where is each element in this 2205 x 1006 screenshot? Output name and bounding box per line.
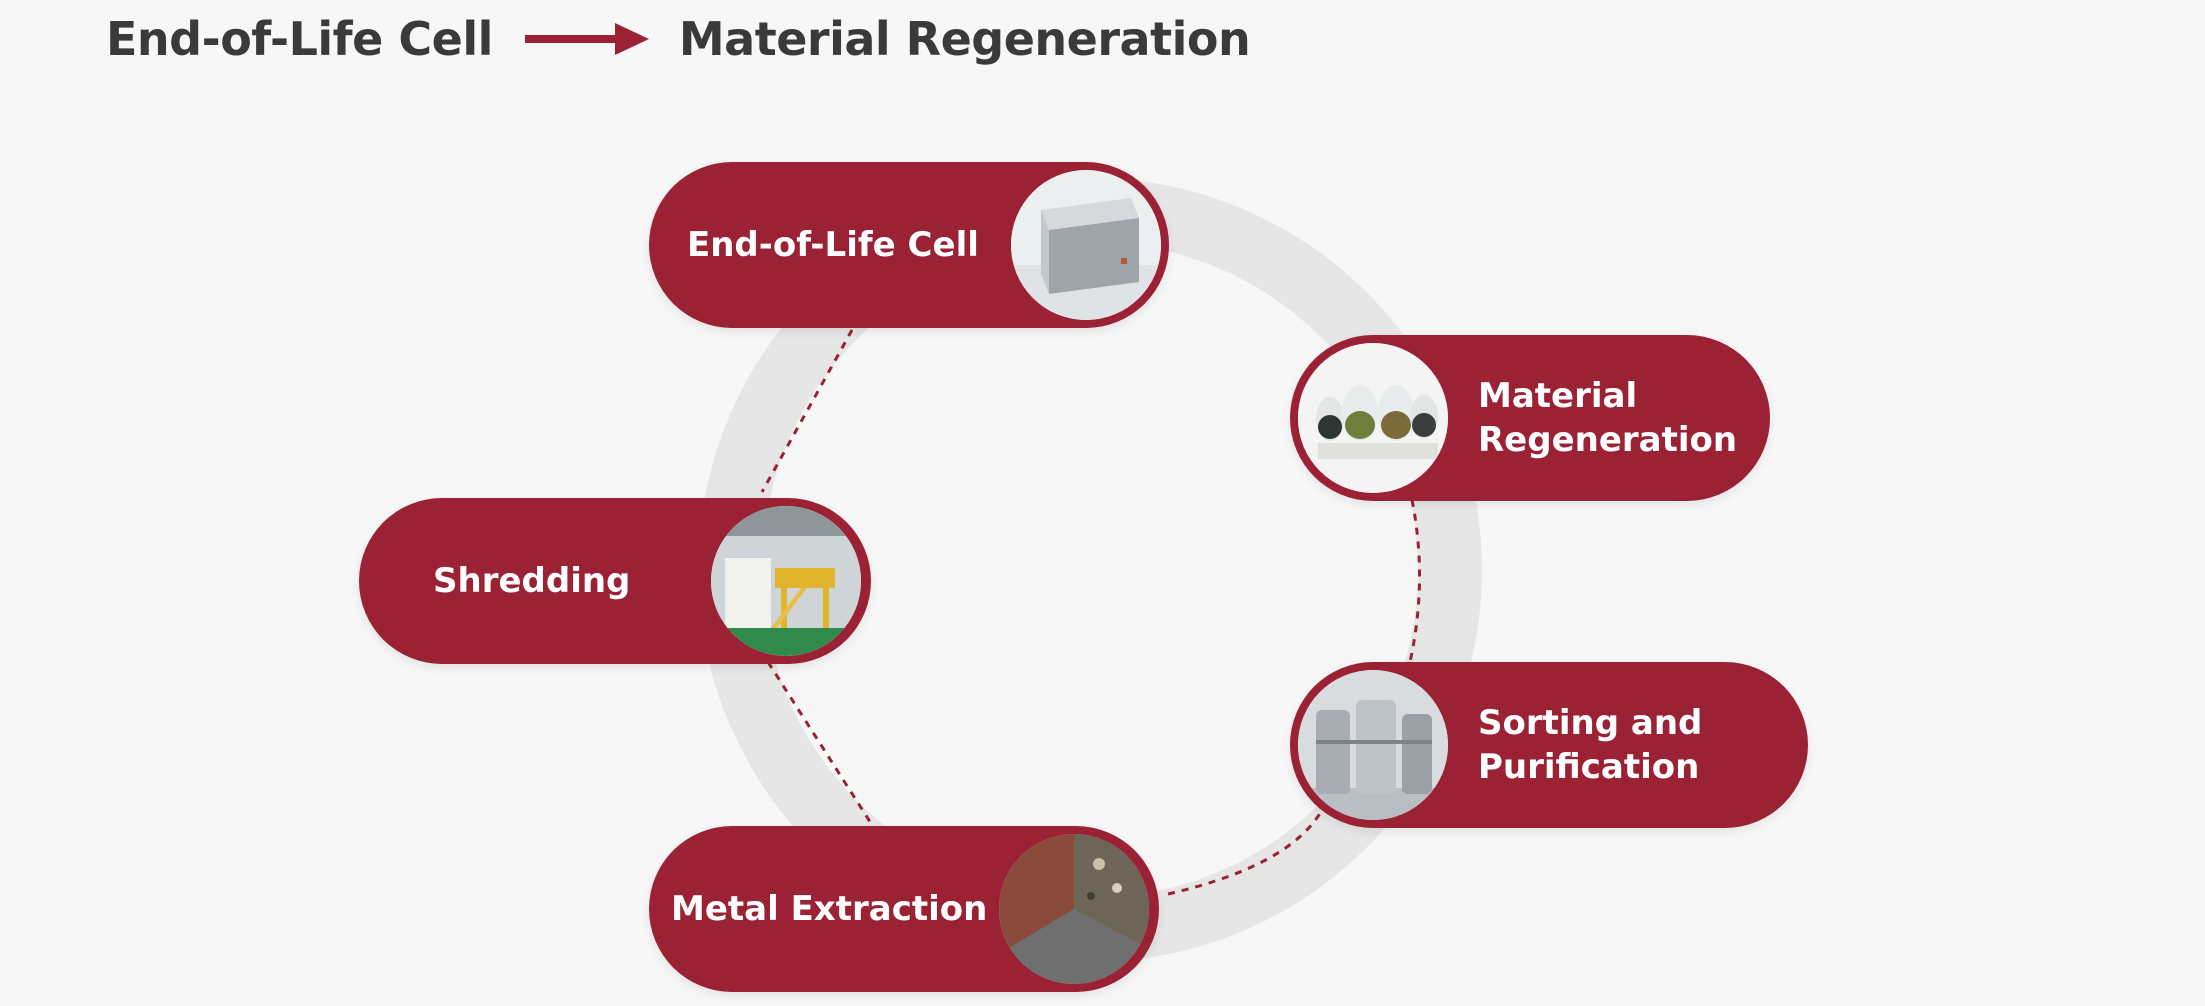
step-shredding: Shredding <box>359 498 871 664</box>
step-label: Sorting and Purification <box>1478 702 1703 787</box>
header: End-of-Life Cell Material Regeneration <box>106 8 1251 70</box>
step-material-regeneration: Material Regeneration <box>1290 335 1770 501</box>
right-arrow-icon <box>524 23 649 55</box>
connector-sorting-to-extraction <box>1167 809 1324 896</box>
step-label: End-of-Life Cell <box>687 224 979 265</box>
powder-bottles-photo <box>1298 343 1448 493</box>
metal-powders-photo <box>999 834 1149 984</box>
shredding-plant-photo <box>711 506 861 656</box>
step-metal-extraction: Metal Extraction <box>649 826 1159 992</box>
step-sorting-and-purification: Sorting and Purification <box>1290 662 1808 828</box>
step-label: Shredding <box>433 560 631 601</box>
steel-tanks-photo <box>1298 670 1448 820</box>
connector-extraction-to-shredding <box>766 661 876 829</box>
battery-cell-photo <box>1011 170 1161 320</box>
step-label: Material Regeneration <box>1478 375 1738 460</box>
connector-regeneration-to-sorting <box>1408 499 1422 663</box>
header-to-label: Material Regeneration <box>678 12 1251 66</box>
step-end-of-life-cell: End-of-Life Cell <box>649 162 1169 328</box>
step-label: Metal Extraction <box>671 888 988 929</box>
header-from-label: End-of-Life Cell <box>106 12 493 66</box>
connector-shredding-to-cell <box>760 329 854 493</box>
